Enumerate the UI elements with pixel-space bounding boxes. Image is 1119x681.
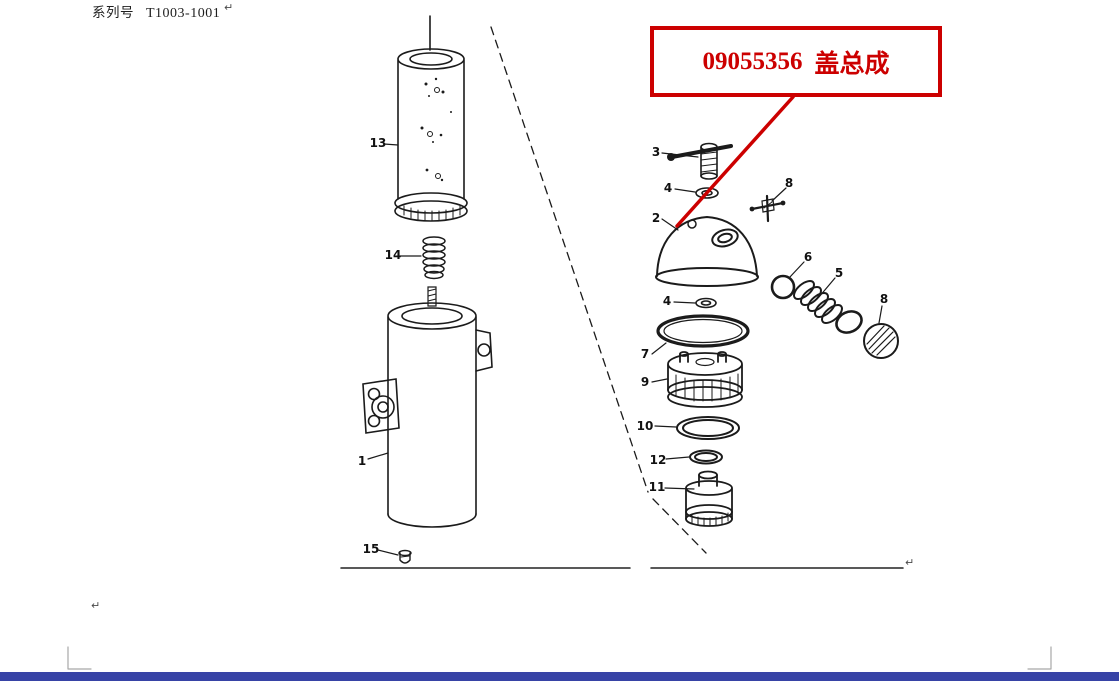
part-label-11: 11 [649,480,666,494]
seal-ring-10 [676,416,740,440]
line-break-mark-icon: ↵ [91,599,101,612]
o-ring-7 [656,314,750,348]
o-ring-12 [689,449,723,465]
part-label-12: 12 [650,453,667,467]
leader-lines [367,143,883,556]
part-callout-box: 09055356 盖总成 [650,26,942,97]
text-boundary-marks [67,646,1052,670]
part-label-1: 1 [358,454,366,468]
part-label-10: 10 [637,419,654,433]
part-label-14: 14 [385,248,402,262]
spring-5 [793,280,843,324]
filter-element-13 [394,15,468,222]
part-label-9: 9 [641,375,649,389]
element-11 [685,470,733,527]
callout-part-number: 09055356 [702,47,803,75]
housing-body-1 [362,286,493,528]
part-label-2: 2 [652,211,660,225]
part-label-4-upper: 4 [664,181,672,195]
line-break-mark-icon: ↵ [905,556,915,569]
nut-4-lower [695,297,717,309]
valve-plate-9 [667,351,743,408]
valve-8-upper [749,194,786,223]
cover-2 [655,215,759,287]
part-label-6-upper: 6 [804,250,812,264]
plug-15 [398,549,412,564]
taskbar-edge[interactable] [0,672,1119,681]
vent-valve-3 [667,142,733,180]
part-label-5: 5 [835,266,843,280]
callout-pointer-line [675,95,795,228]
part-label-8-lower: 8 [880,292,888,306]
part-label-7: 7 [641,347,649,361]
part-label-8-upper: 8 [785,176,793,190]
axis-dashed-line [490,26,707,554]
ring-6-lower [835,310,863,334]
serial-value: T1003-1001 [146,6,221,21]
callout-part-name: 盖总成 [814,50,890,78]
spring-14 [422,236,446,280]
part-label-13: 13 [370,136,387,150]
serial-label: 系列号 [92,5,134,21]
part-label-4-lower: 4 [663,294,671,308]
serial-number-line: 系列号 T1003-1001 [92,1,220,22]
part-label-15: 15 [363,542,380,556]
line-break-mark-icon: ↵ [224,1,234,14]
cap-8-lower [863,323,899,359]
o-ring-6-upper [770,274,796,300]
part-label-3: 3 [652,145,660,159]
